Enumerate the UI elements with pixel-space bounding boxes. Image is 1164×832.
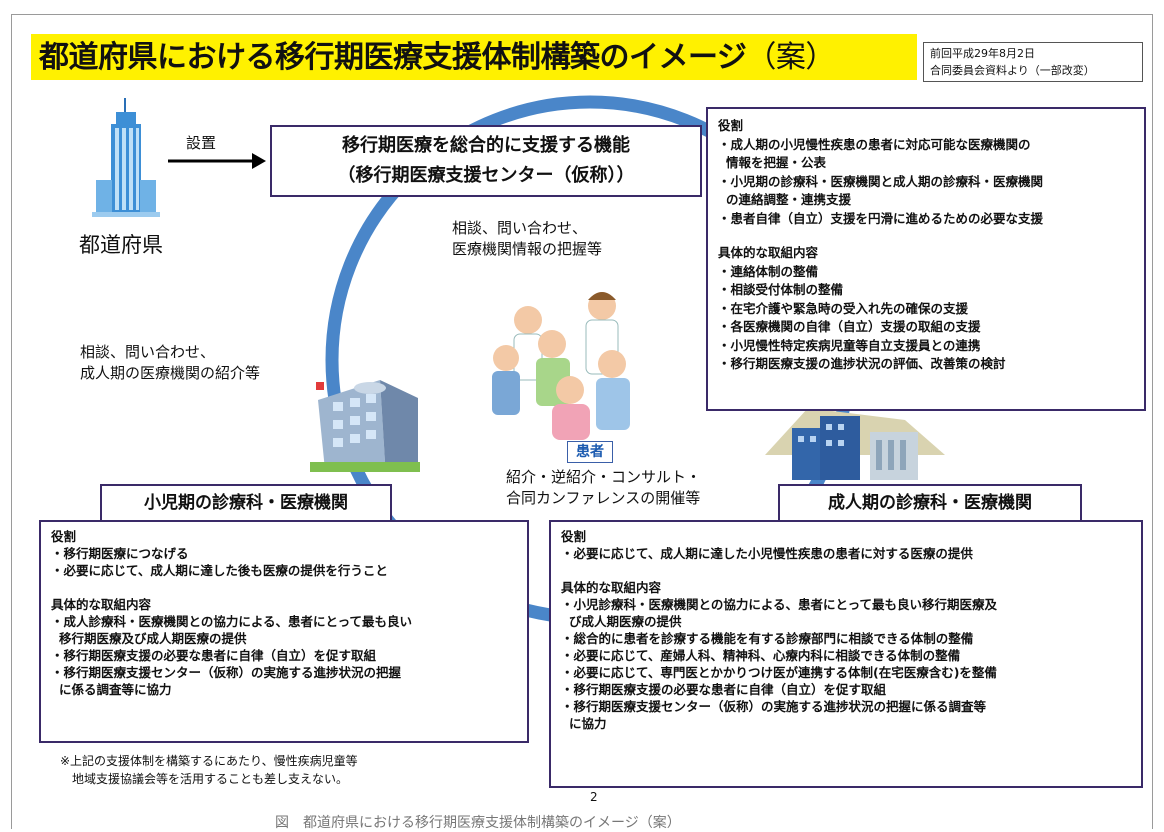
flow-pediatric-center: 相談、問い合わせ、 成人期の医療機関の紹介等 <box>80 343 261 382</box>
center-activity-item: ・相談受付体制の整備 <box>718 282 844 297</box>
adult-label: 成人期の診療科・医療機関 <box>778 484 1082 522</box>
center-role-item: ・小児期の診療科・医療機関と成人期の診療科・医療機関 <box>718 173 1044 189</box>
center-activity-heading: 具体的な取組内容 <box>718 245 819 260</box>
center-role-item: ・患者自律（自立）支援を円滑に進めるための必要な支援 <box>718 210 1044 226</box>
page-title: 都道府県における移行期医療支援体制構築のイメージ（案） <box>39 40 835 75</box>
pediatric-role-heading: 役割 <box>51 529 77 544</box>
adult-role-item: ・必要に応じて、成人期に達した小児慢性疾患の患者に対する医療の提供 <box>561 546 973 561</box>
center-activity-item: ・各医療機関の自律（自立）支援の取組の支援 <box>718 319 981 334</box>
adult-activity-item: ・必要に応じて、産婦人科、精神科、心療内科に相談できる体制の整備 <box>561 648 961 663</box>
pediatric-activity-item: ・移行期医療支援の必要な患者に自律（自立）を促す取組 <box>51 648 377 663</box>
pediatric-details-box: 役割 ・移行期医療につなげる ・必要に応じて、成人期に達した後も医療の提供を行う… <box>39 520 529 743</box>
title-bar <box>31 34 917 80</box>
pediatric-activity-item: ・成人診療科・医療機関との協力による、患者にとって最も良い <box>51 614 413 629</box>
center-activity-item: ・在宅介護や緊急時の受入れ先の確保の支援 <box>718 300 969 316</box>
patients-group-icon <box>492 292 630 440</box>
center-function-line2: （移行期医療支援センター（仮称）） <box>337 165 635 186</box>
adult-activity-item: に協力 <box>569 716 607 731</box>
center-function-box: 移行期医療を総合的に支援する機能 （移行期医療支援センター（仮称）） <box>270 125 702 197</box>
center-activity-item: ・移行期医療支援の進捗状況の評価、改善策の検討 <box>718 356 1006 371</box>
adult-activity-item: ・移行期医療支援センター（仮称）の実施する進捗状況の把握に係る調査等 <box>561 699 987 714</box>
pediatric-hospital-icon <box>310 380 420 472</box>
center-activity-item: ・連絡体制の整備 <box>718 263 819 279</box>
adult-activity-item: び成人期医療の提供 <box>569 614 682 629</box>
center-function-line1: 移行期医療を総合的に支援する機能 <box>342 135 630 156</box>
adult-activity-heading: 具体的な取組内容 <box>561 580 662 595</box>
adult-activity-item: ・小児診療科・医療機関との協力による、患者にとって最も良い移行期医療及 <box>561 597 998 612</box>
prefecture-building-icon <box>92 98 160 217</box>
flow-between-institutions: 紹介・逆紹介・コンサルト・ 合同カンファレンスの開催等 <box>506 468 702 507</box>
pediatric-activity-item: 移行期医療及び成人期医療の提供 <box>59 631 247 646</box>
adult-details-box: 役割 ・必要に応じて、成人期に達した小児慢性疾患の患者に対する医療の提供 具体的… <box>549 520 1143 788</box>
adult-activity-item: ・必要に応じて、専門医とかかりつけ医が連携する体制(在宅医療含む)を整備 <box>561 665 997 680</box>
figure-caption: 図 都道府県における移行期医療支援体制構築のイメージ（案） <box>275 815 681 831</box>
footnote: ※上記の支援体制を構築するにあたり、慢性疾病児童等 地域支援協議会等を活用するこ… <box>60 754 358 786</box>
setup-arrow <box>168 153 266 169</box>
pediatric-activity-item: ・移行期医療支援センター（仮称）の実施する進捗状況の把握 <box>51 665 402 680</box>
pediatric-role-item: ・移行期医療につなげる <box>51 546 189 561</box>
slide-frame <box>11 14 1153 829</box>
pediatric-label: 小児期の診療科・医療機関 <box>100 484 392 522</box>
pediatric-role-item: ・必要に応じて、成人期に達した後も医療の提供を行うこと <box>51 563 388 578</box>
center-role-item: ・成人期の小児慢性疾患の患者に対応可能な医療機関の <box>718 136 1031 152</box>
pediatric-activity-heading: 具体的な取組内容 <box>51 597 152 612</box>
reference-note: 前回平成29年8月2日 合同委員会資料より（一部改変） <box>923 42 1143 82</box>
prefecture-label: 都道府県 <box>79 233 163 257</box>
adult-activity-item: ・総合的に患者を診療する機能を有する診療部門に相談できる体制の整備 <box>561 631 974 646</box>
adult-role-heading: 役割 <box>561 529 587 544</box>
center-activity-item: ・小児慢性特定疾病児童等自立支援員との連携 <box>718 337 981 353</box>
patient-label: 患者 <box>567 441 613 463</box>
setup-label: 設置 <box>186 134 217 152</box>
page-number: 2 <box>590 790 598 804</box>
adult-activity-item: ・移行期医療支援の必要な患者に自律（自立）を促す取組 <box>561 682 887 697</box>
center-role-item: 情報を把握・公表 <box>726 155 827 170</box>
center-role-heading: 役割 <box>718 118 744 133</box>
center-role-item: の連絡調整・連携支援 <box>726 192 852 207</box>
center-roles-box: 役割 ・成人期の小児慢性疾患の患者に対応可能な医療機関の 情報を把握・公表 ・小… <box>706 107 1146 411</box>
flow-center-patient: 相談、問い合わせ、 医療機関情報の把握等 <box>452 219 603 258</box>
adult-hospital-icon <box>765 408 945 480</box>
pediatric-activity-item: に係る調査等に協力 <box>59 682 172 697</box>
